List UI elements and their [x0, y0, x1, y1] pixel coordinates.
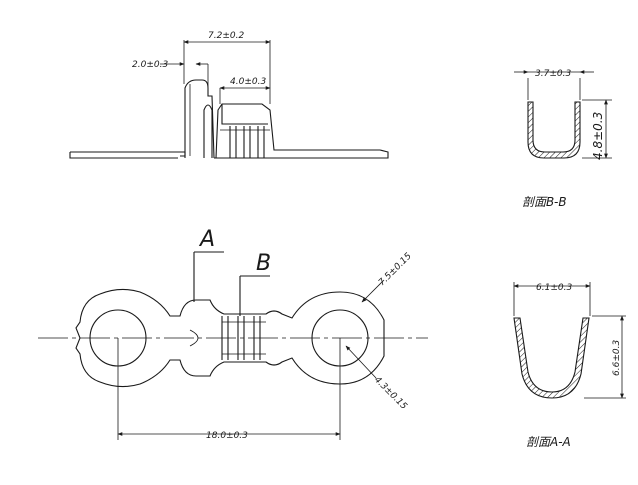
section-b-caption: 剖面B-B	[522, 195, 567, 209]
top-view: A B 7.5±0.15 4.3±0.15 18.0±0.3	[38, 227, 428, 441]
dim-section-b-width: 3.7±0.3	[535, 69, 571, 79]
section-a-caption: 剖面A-A	[526, 435, 571, 449]
section-a-view: 6.1±0.3 6.6±0.3 剖面A-A	[513, 282, 626, 449]
dim-section-b-height: 4.8±0.3	[591, 112, 605, 160]
dim-crimp-width: 4.0±0.3	[230, 77, 266, 87]
section-b-view: 3.7±0.3 4.8±0.3 剖面B-B	[514, 69, 612, 209]
dim-section-a-height: 6.6±0.3	[612, 340, 622, 376]
dim-section-a-width: 6.1±0.3	[536, 283, 572, 293]
section-marker-b: B	[256, 251, 271, 276]
dim-length-top: 7.2±0.2	[208, 31, 244, 41]
dim-overall-length: 18.0±0.3	[206, 431, 248, 441]
section-marker-a: A	[198, 227, 215, 252]
side-view: 7.2±0.2 2.0±0.3 4.0±0.3	[69, 31, 389, 159]
dim-left-offset: 2.0±0.3	[132, 60, 168, 70]
dim-ring-inner: 4.3±0.15	[372, 375, 409, 412]
dim-ring-outer: 7.5±0.15	[377, 251, 414, 288]
